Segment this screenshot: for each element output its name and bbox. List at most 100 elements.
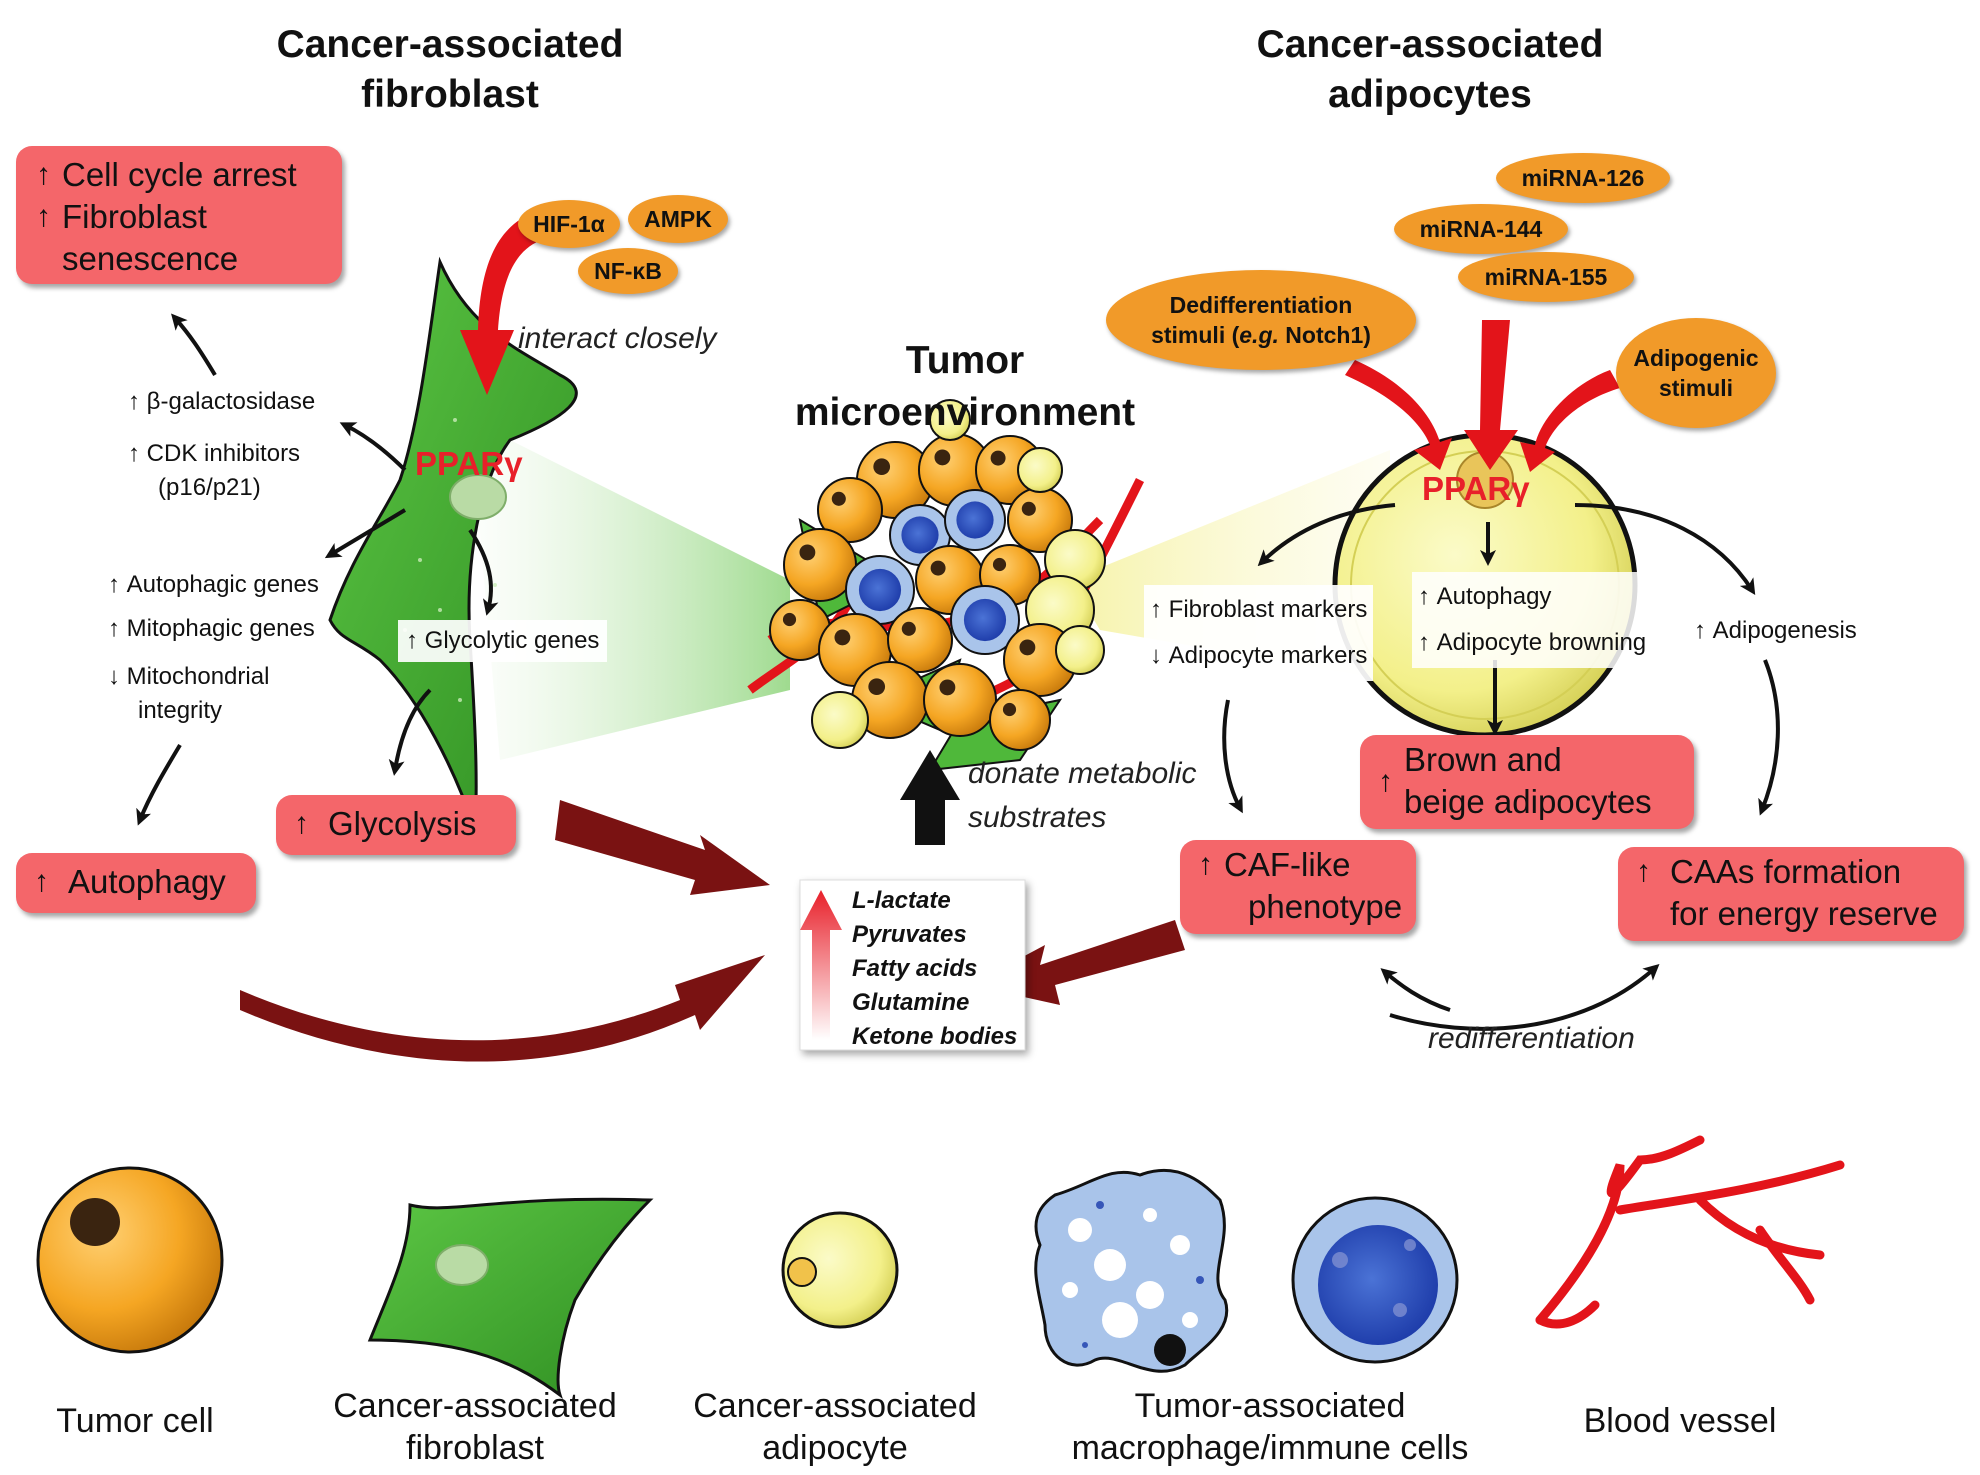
legend-fibroblast-icon bbox=[367, 1197, 654, 1400]
up-arrow-icon: ↑ bbox=[1198, 848, 1213, 881]
mirna-144-pill: miRNA-144 bbox=[1394, 204, 1568, 254]
signal-arrow-dediff bbox=[1345, 360, 1452, 470]
immune-cell-nucleus bbox=[956, 501, 994, 539]
ppar-label-caf: PPARγ bbox=[415, 445, 523, 482]
increase-arrow-red bbox=[800, 890, 842, 1040]
legend-tumor-icon bbox=[36, 1166, 224, 1354]
redifferentiation-arrow-back bbox=[1380, 968, 1451, 1012]
marker-labels: ↑ Fibroblast markers ↓ Adipocyte markers bbox=[1144, 585, 1374, 681]
tumor-cell-nucleus bbox=[782, 612, 797, 627]
legend-vessel-label: Blood vessel bbox=[1583, 1402, 1777, 1440]
arrow-to-markers bbox=[1257, 503, 1396, 567]
arrow-to-senescence bbox=[171, 313, 217, 377]
tumor-cell-nucleus bbox=[1019, 639, 1036, 656]
fibroblast-beam bbox=[470, 420, 790, 760]
redifferentiation-arrow bbox=[1389, 964, 1660, 1031]
tumor-cell bbox=[923, 663, 997, 737]
autophagic-genes-label: ↑ Autophagic genes bbox=[108, 571, 319, 598]
hif-pill: HIF-1α bbox=[518, 200, 620, 248]
adipocyte-cell bbox=[929, 399, 971, 441]
up-arrow-icon: ↑ bbox=[108, 615, 127, 642]
senescence-box: ↑Cell cycle arrest ↑Fibroblast senescenc… bbox=[16, 146, 342, 284]
galactosidase-label: ↑ β-galactosidase bbox=[128, 388, 316, 415]
cdk-label: ↑ CDK inhibitors (p16/p21) bbox=[128, 440, 301, 501]
arrow-to-autophagic bbox=[324, 508, 407, 559]
dediff-pill: Dedifferentiation stimuli (e.g. Notch1) bbox=[1106, 270, 1416, 370]
metabolite-item: Pyruvates bbox=[852, 921, 967, 948]
tumor-cell-nucleus bbox=[873, 458, 891, 476]
up-arrow-icon: ↑ bbox=[1418, 583, 1437, 610]
metabolite-item: Glutamine bbox=[852, 989, 970, 1016]
glycolysis-box: ↑Glycolysis bbox=[276, 795, 516, 855]
redifferentiation-label: redifferentiation bbox=[1428, 1022, 1635, 1055]
legend-vessel-icon bbox=[1535, 1135, 1845, 1329]
autophagy-box: ↑Autophagy bbox=[16, 853, 256, 913]
down-arrow-icon: ↓ bbox=[108, 663, 127, 690]
tumor-cluster-icon bbox=[747, 399, 1145, 772]
caa-header-line2: adipocytes bbox=[1328, 73, 1532, 116]
legend-tumor-label: Tumor cell bbox=[56, 1402, 214, 1440]
tumor-cell-nucleus bbox=[992, 557, 1007, 572]
arrow-to-caf-like bbox=[1222, 699, 1243, 814]
metabolite-list: L-lactate Pyruvates Fatty acids Glutamin… bbox=[852, 884, 1017, 1054]
ppar-label-caa: PPARγ bbox=[1422, 470, 1530, 507]
caa-header: Cancer-associated adipocytes bbox=[1190, 20, 1670, 120]
legend-immune-icon bbox=[1291, 1196, 1459, 1364]
up-arrow-icon: ↑ bbox=[36, 158, 51, 191]
adipocyte-cell bbox=[1017, 447, 1063, 493]
mito-integrity-label: ↓ Mitochondrial integrity bbox=[108, 663, 270, 724]
mirna-126-pill: miRNA-126 bbox=[1496, 153, 1670, 203]
up-arrow-icon: ↑ bbox=[1418, 629, 1437, 656]
tumor-cell-nucleus bbox=[831, 491, 846, 506]
arrow-to-adipogenesis bbox=[1574, 503, 1756, 596]
adipocyte-effects-labels: ↑ Autophagy ↑ Adipocyte browning bbox=[1412, 572, 1653, 668]
donate-arrow bbox=[900, 750, 960, 845]
adipocyte-cell bbox=[811, 691, 869, 749]
caa-header-line1: Cancer-associated bbox=[1256, 23, 1604, 66]
up-arrow-icon: ↑ bbox=[1636, 855, 1651, 888]
metabolite-box bbox=[799, 879, 1026, 1051]
adipogenesis-label: ↑ Adipogenesis bbox=[1694, 617, 1857, 644]
ampk-pill: AMPK bbox=[628, 195, 728, 243]
adipocyte-cell bbox=[1055, 625, 1105, 675]
arrow-to-autophagy bbox=[136, 743, 182, 826]
metabolite-item: Fatty acids bbox=[852, 955, 978, 982]
glycolysis-to-metabolites-arrow bbox=[555, 800, 770, 895]
up-arrow-icon: ↑ bbox=[36, 200, 51, 233]
interact-closely-label: interact closely bbox=[518, 322, 717, 355]
adipogenic-pill: Adipogenic stimuli bbox=[1616, 318, 1776, 428]
signal-arrow-left bbox=[460, 212, 548, 395]
tme-header-line2: microenvironment bbox=[794, 391, 1136, 434]
up-arrow-icon: ↑ bbox=[128, 388, 147, 415]
legend-adipocyte-icon bbox=[781, 1211, 899, 1329]
tumor-cell bbox=[989, 689, 1051, 751]
up-arrow-icon: ↑ bbox=[294, 807, 309, 840]
up-arrow-icon: ↑ bbox=[1378, 765, 1393, 798]
up-arrow-icon: ↑ bbox=[34, 865, 49, 898]
arrow-to-caas bbox=[1758, 659, 1780, 816]
up-arrow-icon: ↑ bbox=[128, 440, 147, 467]
up-arrow-icon: ↑ bbox=[1694, 617, 1713, 644]
tumor-cell-nucleus bbox=[990, 450, 1006, 466]
up-arrow-icon: ↑ bbox=[108, 571, 127, 598]
tumor-cell-nucleus bbox=[1021, 501, 1036, 516]
immune-cell-nucleus bbox=[963, 598, 1007, 642]
mirna-155-pill: miRNA-155 bbox=[1458, 252, 1634, 302]
tumor-cell-nucleus bbox=[834, 629, 851, 646]
metabolite-item: Ketone bodies bbox=[852, 1023, 1018, 1050]
tumor-cell-nucleus bbox=[868, 678, 886, 696]
immune-cell-nucleus bbox=[858, 568, 902, 612]
up-arrow-icon: ↑ bbox=[406, 627, 425, 654]
arrow-to-cdk bbox=[339, 422, 407, 472]
caf-header-line2: fibroblast bbox=[361, 73, 539, 116]
tme-header-line1: Tumor bbox=[905, 339, 1025, 382]
mitophagic-genes-label: ↑ Mitophagic genes bbox=[108, 615, 315, 642]
up-arrow-icon: ↑ bbox=[1150, 596, 1169, 623]
tumor-cell-nucleus bbox=[930, 560, 946, 576]
tme-header: Tumor microenvironment bbox=[730, 335, 1200, 439]
